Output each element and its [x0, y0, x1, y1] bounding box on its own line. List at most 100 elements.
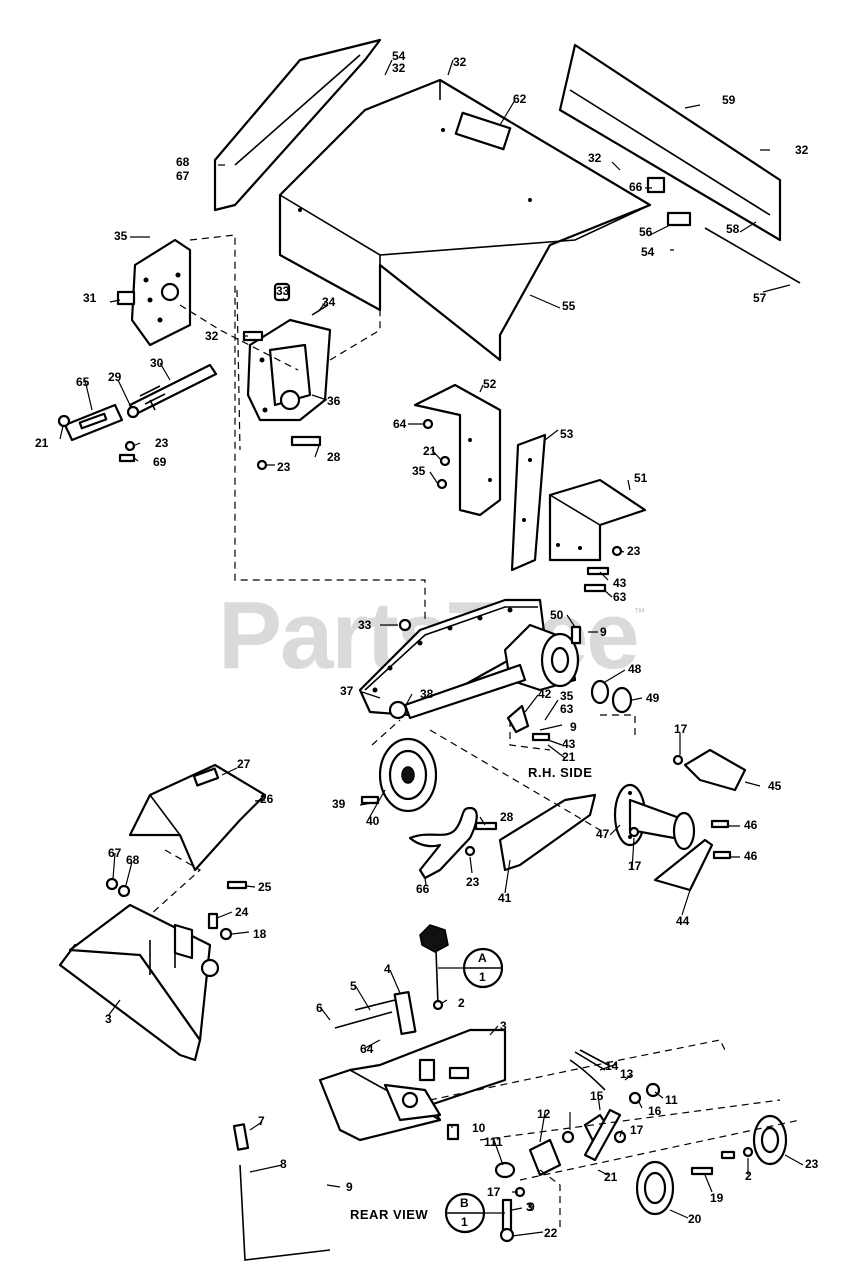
callout-number: 66: [416, 882, 430, 896]
screw-63: [583, 583, 607, 593]
bolt-24: [207, 912, 219, 930]
callout-number: 16: [648, 1104, 662, 1118]
drive-belt: [408, 806, 478, 880]
callout-number: 8: [280, 1157, 287, 1171]
callout-number: 50: [550, 608, 564, 622]
axle-shaft: [128, 363, 218, 416]
left-side-plate: [116, 238, 192, 347]
callout-number: 45: [768, 779, 782, 793]
callout-number: 13: [620, 1067, 634, 1081]
shift-rods: [334, 990, 417, 1036]
callout-number: 11: [490, 1135, 503, 1149]
callout-number: 55: [562, 299, 576, 313]
callout-number: 26: [260, 792, 274, 806]
washer-23a: [124, 440, 136, 452]
callout-number: 2: [745, 1169, 752, 1183]
washer-23c: [611, 545, 623, 557]
callout-number: 3: [105, 1012, 112, 1026]
callout-number: 5: [350, 979, 357, 993]
callout-number: 19: [710, 1191, 724, 1205]
nut-21: [57, 414, 71, 428]
main-frame: [318, 1028, 507, 1142]
assembly-path-cover: [329, 310, 381, 361]
nut-17b: [628, 826, 640, 838]
callout-number: 67: [176, 169, 190, 183]
callout-number: 17: [628, 859, 642, 873]
callout-number: 25: [258, 880, 272, 894]
callout-number: 17: [487, 1185, 501, 1199]
callout-number: 23: [466, 875, 480, 889]
callout-number: 32: [588, 151, 602, 165]
callout-number: 46: [744, 849, 758, 863]
callout-number: 33: [358, 618, 372, 632]
belt-shield-left: [413, 383, 502, 517]
callout-number: 32: [453, 55, 467, 69]
assembly-path-cover26: [149, 849, 202, 916]
callout-number: 49: [646, 691, 660, 705]
stub-shaft: [116, 290, 136, 306]
callout-number: 58: [726, 222, 740, 236]
callout-number: 67: [108, 846, 122, 860]
bushing-33b: [398, 618, 412, 632]
callout-number: 2: [458, 996, 465, 1010]
callout-number: 35: [412, 464, 426, 478]
left-bracket-frame: [58, 903, 220, 1062]
pulley-40: [378, 737, 438, 813]
callout-number: 9: [600, 625, 607, 639]
callout-number: 9: [346, 1180, 353, 1194]
callout-number: 27: [237, 757, 251, 771]
callout-number: 9: [570, 720, 577, 734]
nut-68: [117, 884, 131, 898]
callout-number: 29: [108, 370, 122, 384]
wheel-hub: [613, 783, 696, 851]
bracket-42: [506, 704, 530, 734]
nut-64: [422, 418, 434, 430]
reference-a-top: A: [478, 951, 487, 965]
callout-number: 35: [114, 229, 128, 243]
shield-hinge: [666, 211, 692, 227]
callout-number: 20: [688, 1212, 702, 1226]
callout-number: 17: [674, 722, 688, 736]
assembly-path-bracket42: [509, 720, 551, 751]
callout-number: 15: [590, 1089, 604, 1103]
callout-number: 32: [205, 329, 219, 343]
pin-69: [118, 453, 136, 463]
reference-a-bottom: 1: [479, 970, 486, 984]
callout-number: 62: [513, 92, 527, 106]
callout-number: 7: [258, 1114, 265, 1128]
callout-number: 68: [126, 853, 140, 867]
assembly-path-shaft: [179, 304, 299, 371]
assembly-path-bracket: [236, 289, 241, 451]
callout-number: 34: [322, 295, 336, 309]
callout-number: 14: [605, 1059, 619, 1073]
callout-number: 54: [392, 49, 406, 63]
shift-lever: [232, 1123, 331, 1261]
callout-number: 12: [537, 1107, 551, 1121]
belt-guide-plate: [63, 403, 124, 442]
callout-number: 52: [483, 377, 497, 391]
bracket-45: [683, 748, 747, 792]
shield-clip: [646, 176, 666, 194]
assembly-path-rear: [429, 1039, 801, 1181]
reference-bubble-b: B 1: [444, 1192, 505, 1234]
callout-number: 56: [639, 225, 653, 239]
hinge-rod: [704, 227, 801, 284]
callout-number: 40: [366, 814, 380, 828]
callout-number: 21: [604, 1170, 618, 1184]
callout-number: 44: [676, 914, 690, 928]
callout-number: 64: [360, 1042, 374, 1056]
callout-number: 24: [235, 905, 249, 919]
callout-number: 3: [500, 1019, 507, 1033]
nut-35: [436, 478, 448, 490]
callout-number: 68: [176, 155, 190, 169]
callout-number: 36: [327, 394, 341, 408]
bolt-43b: [531, 732, 551, 742]
belt-shield-right: [548, 478, 647, 562]
callout-number: 23: [805, 1157, 819, 1171]
top-cover-housing: [278, 78, 652, 362]
bearing-49: [611, 686, 633, 714]
callout-number: 54: [641, 245, 655, 259]
top-cover-26: [128, 763, 267, 872]
callout-number: 32: [392, 61, 406, 75]
